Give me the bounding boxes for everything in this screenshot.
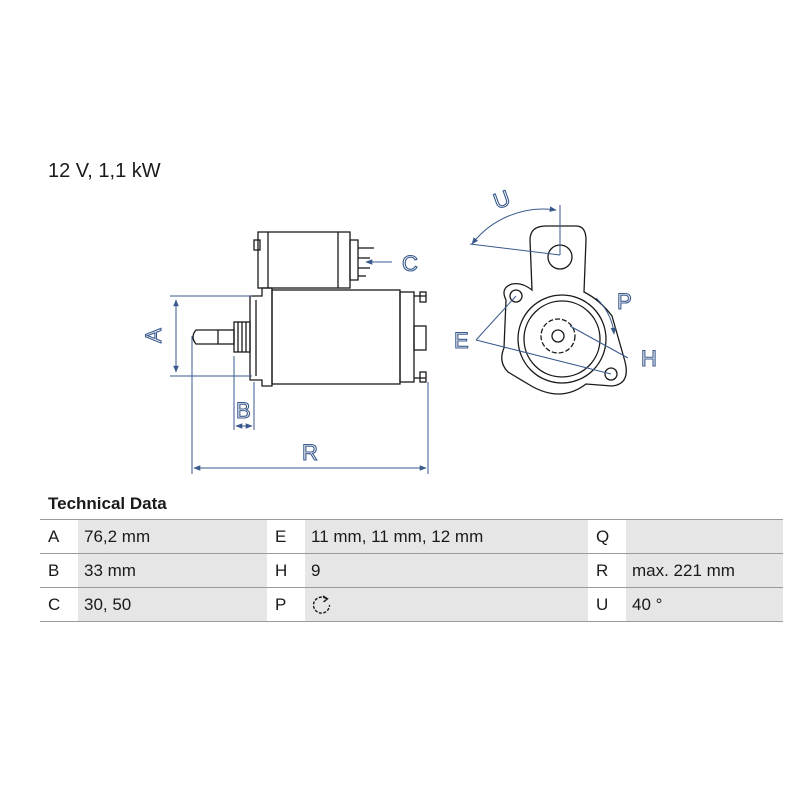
pinion-gear (540, 318, 576, 354)
table-row: C 30, 50 P U 40 ° (40, 587, 783, 622)
spec-value: 30, 50 (78, 587, 267, 622)
technical-data-table: A 76,2 mm E 11 mm, 11 mm, 12 mm Q B 33 m… (40, 519, 783, 622)
mounting-flange (501, 225, 627, 395)
side-view-dimensions (170, 259, 429, 474)
drive-housing (249, 287, 273, 387)
housing-outer (517, 294, 607, 384)
spec-key: P (267, 587, 305, 622)
spec-value: max. 221 mm (626, 553, 783, 588)
spec-key: H (267, 553, 305, 588)
spec-key: E (267, 519, 305, 554)
spec-value: 33 mm (78, 553, 267, 588)
starter-front-view (501, 225, 627, 395)
lower-mount-hole (604, 367, 618, 381)
spec-value (626, 519, 783, 554)
end-cap (399, 291, 415, 383)
front-view-dimensions (469, 205, 629, 375)
label-c: C (402, 251, 418, 276)
spec-key: Q (588, 519, 626, 554)
left-mount-hole (509, 289, 523, 303)
label-p: P (617, 289, 632, 314)
label-r: R (302, 440, 318, 465)
housing-inner (523, 300, 601, 378)
spec-value: 76,2 mm (78, 519, 267, 554)
spec-key: A (40, 519, 78, 554)
spec-key: C (40, 587, 78, 622)
label-h: H (641, 346, 657, 371)
spec-key: U (588, 587, 626, 622)
label-a: A (141, 328, 166, 343)
starter-technical-drawing: A B R C U E H P (140, 185, 657, 474)
label-e: E (454, 328, 469, 353)
spec-value: 40 ° (626, 587, 783, 622)
technical-data-title: Technical Data (48, 494, 167, 513)
motor-body (271, 289, 401, 385)
spec-value: 11 mm, 11 mm, 12 mm (305, 519, 588, 554)
table-row: B 33 mm H 9 R max. 221 mm (40, 553, 783, 588)
pinion-bore (551, 329, 565, 343)
rating-title: 12 V, 1,1 kW (48, 160, 161, 182)
spec-value: 9 (305, 553, 588, 588)
rotation-clockwise-icon (312, 594, 331, 614)
solenoid-body (257, 231, 351, 289)
table-row: A 76,2 mm E 11 mm, 11 mm, 12 mm Q (40, 519, 783, 554)
label-u: U (490, 185, 513, 214)
spec-key: B (40, 553, 78, 588)
label-b: B (236, 398, 251, 423)
starter-side-view (192, 231, 427, 387)
spec-value (305, 587, 588, 622)
spec-key: R (588, 553, 626, 588)
